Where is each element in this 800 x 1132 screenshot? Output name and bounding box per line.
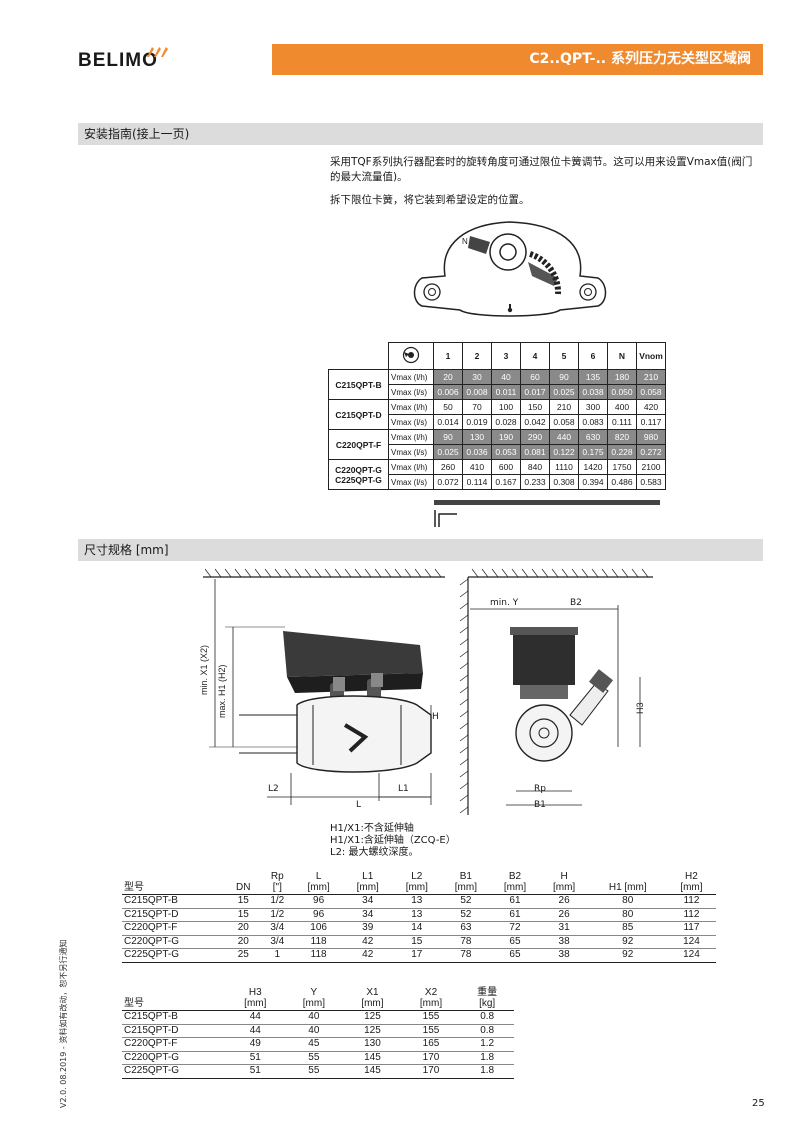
section-dimensions: 尺寸规格 [mm] — [78, 539, 763, 561]
label-rp: Rp — [534, 784, 546, 794]
brand-logo: BELIMO — [78, 50, 158, 71]
version-note: V2.0. 08.2019 - 资料如有改动，恕不另行通知 — [59, 939, 68, 1108]
max-h1-label-wrap: max. H1 (H2) — [217, 664, 227, 718]
install-paragraph: 采用TQF系列执行器配套时的旋转角度可通过限位卡簧调节。这可以用来设置Vmax值… — [330, 155, 760, 185]
col-header-5: 5 — [549, 342, 579, 370]
note-2: H1/X1:含延伸轴（ZCQ-E） — [330, 835, 456, 846]
note-1: H1/X1:不含延伸轴 — [330, 823, 414, 834]
dimensions-table-1: 型号 DN Rp["] L[mm] L1[mm] L2[mm] B1[mm] B… — [122, 871, 716, 963]
page-title-bar: C2..QPT-.. 系列压力无关型区域阀 — [272, 44, 763, 75]
section-install: 安装指南(接上一页) — [78, 123, 763, 145]
col-header-model-2: 型号 — [124, 998, 144, 1009]
install-para1-line1: 采用TQF系列执行器配套时的旋转角度可通过限位卡簧调节。这可以用来设置Vmax值… — [330, 156, 753, 168]
min-x1-label: min. X1 (X2) — [199, 645, 209, 695]
col-header-model: 型号 — [124, 882, 144, 893]
install-para2: 拆下限位卡簧，将它装到希望设定的位置。 — [330, 194, 530, 206]
table-row: Vmax (l/s) 0.025 0.036 0.053 0.081 0.122… — [329, 444, 666, 460]
logo-mark-icon — [147, 47, 168, 57]
col-header-2: 2 — [462, 342, 492, 370]
label-h3: H3 — [635, 702, 645, 714]
col-header-4: 4 — [520, 342, 550, 370]
page-number: 25 — [752, 1098, 765, 1109]
valve-front-view-drawing — [459, 568, 653, 815]
label-b2: B2 — [570, 598, 582, 608]
col-header-3: 3 — [491, 342, 521, 370]
label-min-y: min. Y — [490, 598, 519, 608]
table-row: Vmax (l/s) 0.072 0.114 0.167 0.233 0.308… — [329, 474, 666, 490]
col-header-6: 6 — [578, 342, 608, 370]
dial-icon — [402, 346, 420, 364]
table-row: C220QPT-F Vmax (l/h) 90 130 190 290 440 … — [328, 429, 666, 460]
label-l1: L1 — [398, 784, 409, 794]
svg-text:N: N — [462, 237, 468, 246]
max-h1-label: max. H1 (H2) — [217, 664, 227, 718]
col-header-vnom: Vnom — [636, 342, 666, 370]
label-b1: B1 — [534, 800, 546, 810]
model-cell: C220QPT-G C225QPT-G — [328, 459, 389, 490]
col-header-1: 1 — [433, 342, 463, 370]
install-para1-line2: 的最大流量值)。 — [330, 171, 408, 183]
table-row: C215QPT-D Vmax (l/h) 50 70 100 150 210 3… — [328, 399, 666, 430]
label-l2: L2 — [268, 784, 279, 794]
table-rule — [434, 500, 660, 505]
mounting-symbol-icon — [434, 510, 457, 527]
table-row: C220QPT-G C225QPT-G Vmax (l/h) 260 410 6… — [328, 459, 666, 490]
vmax-flow-table: 1 2 3 4 5 6 N Vnom C215QPT-B Vmax (l/h) … — [328, 342, 666, 490]
page-title: C2..QPT-.. 系列压力无关型区域阀 — [529, 51, 751, 67]
dimensions-table-2: 型号 H3[mm] Y[mm] X1[mm] X2[mm] 重量[kg] C21… — [122, 987, 514, 1079]
note-3: L2: 最大螺纹深度。 — [330, 847, 419, 858]
model-cell: C215QPT-B — [328, 369, 389, 400]
h3-label-wrap: H3 — [635, 702, 645, 714]
col-header-n: N — [607, 342, 637, 370]
actuator-limit-stop-illustration: N — [413, 221, 607, 317]
dimension-notes: H1/X1:不含延伸轴 H1/X1:含延伸轴（ZCQ-E） L2: 最大螺纹深度… — [330, 823, 456, 859]
min-x1-label-wrap: min. X1 (X2) — [199, 645, 209, 695]
valve-side-view-drawing — [203, 568, 445, 805]
model-cell: C220QPT-F — [328, 429, 389, 460]
model-cell: C215QPT-D — [328, 399, 389, 430]
label-h: H — [432, 712, 439, 722]
table-row: C215QPT-B Vmax (l/h) 20 30 40 60 90 135 … — [328, 369, 666, 400]
label-l: L — [356, 800, 362, 810]
